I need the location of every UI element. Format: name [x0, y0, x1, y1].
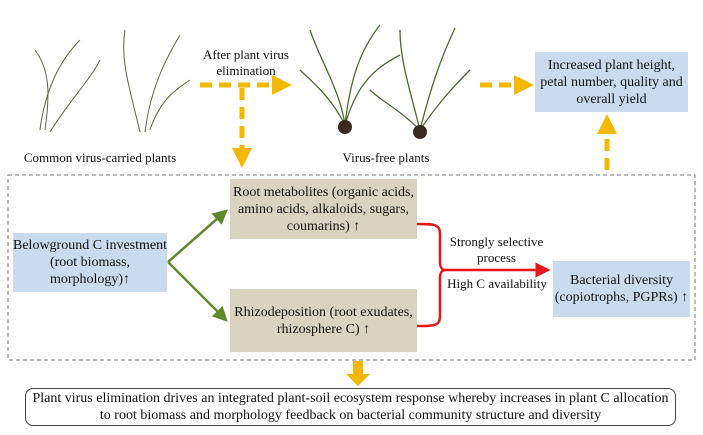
down-arrow-head — [346, 374, 370, 386]
increase-arrow-icon: ↑ — [353, 218, 361, 234]
rhizodeposition-text: Rhizodeposition (root exudates, rhizosph… — [234, 304, 413, 337]
right-photo-caption: Virus-free plants — [342, 150, 430, 165]
bacterial-text: Bacterial diversity (copiotrophs, PGPRs) — [554, 273, 678, 305]
increase-arrow-icon: ↑ — [681, 290, 689, 305]
bacterial-diversity-box: Bacterial diversity (copiotrophs, PGPRs)… — [553, 261, 690, 317]
increase-arrow-icon: ↑ — [123, 272, 131, 287]
mechanism-frame — [7, 174, 696, 361]
conclusion-box: Plant virus elimination drives an integr… — [25, 388, 676, 426]
selective-process-label: Strongly selective process — [449, 234, 544, 265]
belowground-box: Belowground C investment (root biomass, … — [13, 233, 167, 292]
plant-photo-left-drawing — [34, 29, 191, 133]
down-arrow-shaft — [353, 361, 363, 374]
transition-label: After plant virus elimination — [203, 47, 289, 78]
belowground-text: Belowground C investment (root biomass, … — [13, 238, 167, 287]
high-c-label: High C availability — [447, 276, 547, 291]
yellow-arrows — [200, 75, 617, 170]
green-arrow-up — [167, 209, 228, 263]
plant-photo-right-drawing — [299, 24, 471, 139]
red-bracket-arrow — [416, 222, 548, 328]
rhizodeposition-box: Rhizodeposition (root exudates, rhizosph… — [230, 289, 417, 352]
left-photo-caption: Common virus-carried plants — [23, 150, 177, 165]
outcome-box: Increased plant height, petal number, qu… — [535, 52, 688, 112]
increase-arrow-icon: ↑ — [363, 321, 371, 337]
root-metabolites-text: Root metabolites (organic acids, amino a… — [233, 184, 414, 234]
green-arrow-down — [167, 261, 228, 322]
root-metabolites-box: Root metabolites (organic acids, amino a… — [230, 179, 417, 239]
